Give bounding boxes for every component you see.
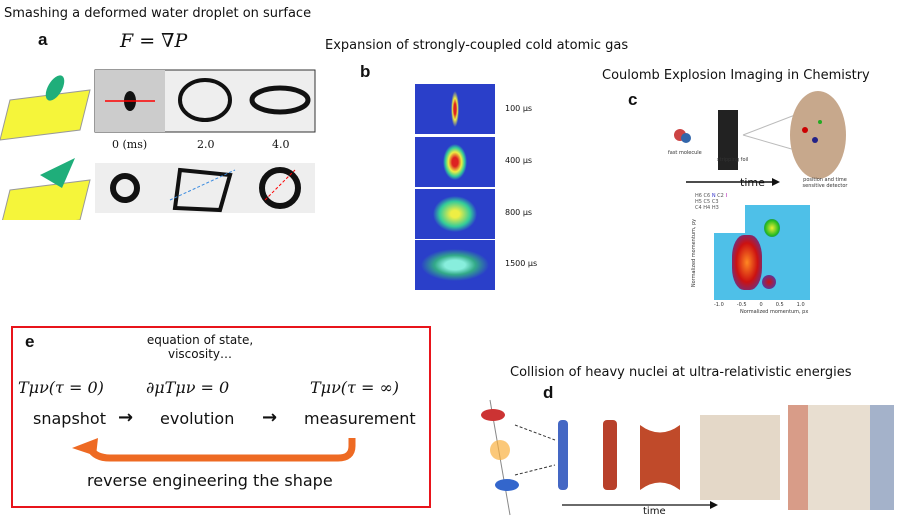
atom-label: H5 — [695, 199, 702, 205]
plot-ylabel: Normalized momentum, py — [691, 218, 698, 288]
time-label-2: 4.0 — [272, 138, 290, 151]
nucleus — [495, 479, 519, 491]
collision-sequence — [481, 399, 894, 516]
panel-d-title: Collision of heavy nuclei at ultra-relat… — [510, 365, 852, 380]
gas-frame-3 — [415, 189, 495, 239]
frame-time-4: 1500 µs — [505, 259, 538, 268]
panel-c-title: Coulomb Explosion Imaging in Chemistry — [602, 68, 870, 83]
time-label-1: 2.0 — [197, 138, 215, 151]
time-label-0: 0 (ms) — [112, 138, 148, 151]
atom-label: C4 — [695, 205, 702, 211]
step-measurement: measurement — [304, 409, 416, 428]
frame-time-3: 800 µs — [505, 208, 533, 217]
gas-frame-2 — [415, 137, 495, 187]
atom-label: C3 — [711, 199, 719, 205]
atom-label: I — [725, 193, 727, 199]
time-label: time — [643, 506, 666, 517]
ellipsoid-droplet — [45, 75, 65, 101]
gas-frame-4 — [415, 240, 495, 290]
conservation-equation: ∂μTμν = 0 — [146, 378, 230, 397]
frame-time-1: 100 µs — [505, 104, 533, 113]
frame-time-2: 400 µs — [505, 156, 533, 165]
tick: 1.0 — [796, 302, 805, 308]
detector-label: position and time sensitive detector — [802, 177, 848, 189]
plot-x-ticks: -1.0 -0.5 0 0.5 1.0 — [714, 302, 805, 308]
eos-note: equation of state, viscosity… — [146, 333, 254, 361]
panel-c-label: c — [628, 90, 638, 109]
panel-a-label: a — [38, 30, 48, 49]
fast-molecule-label: fast molecule — [668, 150, 702, 156]
step-evolution: evolution — [160, 409, 235, 428]
step-snapshot: snapshot — [33, 409, 106, 428]
tick: 0.5 — [775, 302, 784, 308]
panel-d-label: d — [543, 383, 554, 402]
coulomb-setup — [674, 91, 846, 186]
fireball — [490, 440, 510, 460]
panel-b-label: b — [360, 62, 371, 81]
panel-e-box — [11, 326, 431, 508]
reverse-engineering-caption: reverse engineering the shape — [87, 471, 333, 490]
tick: 0 — [759, 302, 763, 308]
detector — [790, 91, 846, 179]
final-tensor: Tμν(τ = ∞) — [310, 378, 400, 397]
initial-tensor: Tμν(τ = 0) — [18, 378, 104, 397]
panel-b-title: Expansion of strongly-coupled cold atomi… — [325, 38, 629, 53]
nucleus — [481, 409, 505, 421]
tick: -1.0 — [714, 302, 724, 308]
time-label: time — [740, 176, 765, 189]
plot-xlabel: Normalized momentum, px — [740, 309, 809, 315]
stripping-foil-label: stripping foil — [717, 157, 749, 163]
surface-plate — [0, 89, 91, 141]
atom-label: H3 — [711, 205, 719, 211]
atom-label: H4 — [703, 205, 711, 211]
surface-plate — [1, 179, 91, 220]
arrow-icon: → — [118, 407, 134, 428]
force-equation: F = ∇P — [120, 30, 188, 52]
atom-label: C5 — [703, 199, 711, 205]
arrow-icon: → — [262, 407, 278, 428]
atom-label: C6 — [703, 193, 711, 199]
atom-label: C2 — [717, 193, 724, 199]
panel-e-label: e — [25, 332, 35, 351]
triangular-droplet — [40, 158, 75, 188]
stripping-foil — [718, 110, 738, 170]
reverse-arrow-icon — [72, 438, 356, 462]
gas-frame-1 — [415, 84, 495, 134]
atom-label: H6 — [695, 193, 702, 199]
panel-a-title: Smashing a deformed water droplet on sur… — [4, 6, 312, 21]
droplet-images — [0, 69, 316, 220]
molecule-structure: H6 C6 N C2 I H5 C5 C3 C4 H4 H3 — [695, 193, 745, 233]
tick: -0.5 — [736, 302, 747, 308]
atom-label: N — [711, 193, 716, 199]
